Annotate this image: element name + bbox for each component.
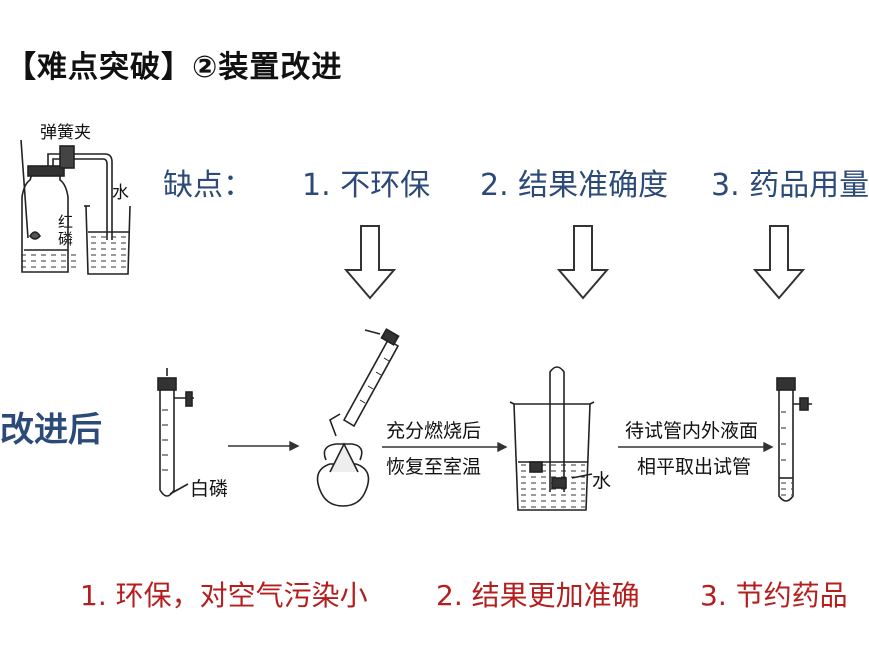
step1-line2: 恢复至室温 <box>386 456 482 478</box>
gas-bottle <box>21 173 69 273</box>
drawback-3: 3. 药品用量 <box>711 168 869 203</box>
original-beaker <box>84 205 131 275</box>
process-arrow-2 <box>382 441 508 453</box>
label-white-phosphorus: 白磷 <box>190 478 229 500</box>
drawbacks-label: 缺点： <box>163 168 253 203</box>
label-spring-clamp: 弹簧夹 <box>40 123 91 143</box>
tilted-test-tube <box>342 338 400 428</box>
bottle-stopper <box>27 165 65 177</box>
down-arrow-2 <box>556 225 610 300</box>
red-phosphorus-spoon <box>29 231 41 240</box>
label-red-phosphorus: 红磷 <box>58 213 74 248</box>
original-bottle-apparatus <box>16 139 76 273</box>
spring-clamp <box>59 145 75 169</box>
drawback-1: 1. 不环保 <box>302 168 431 203</box>
final-test-tube <box>776 377 812 502</box>
label-water-improved: 水 <box>592 470 612 492</box>
drawback-2: 2. 结果准确度 <box>480 168 669 203</box>
alcohol-lamp <box>316 463 370 507</box>
cooling-beaker <box>509 366 595 511</box>
advantage-3: 3. 节约药品 <box>700 579 848 612</box>
process-arrow-3 <box>618 441 774 453</box>
label-water-original: 水 <box>112 183 129 203</box>
step2-line2: 相平取出试管 <box>637 456 752 478</box>
test-tube-white-phosphorus <box>157 368 194 497</box>
step1-line1: 充分燃烧后 <box>386 420 482 442</box>
improved-label: 改进后 <box>0 410 102 450</box>
down-arrow-3 <box>752 225 806 300</box>
heating-apparatus <box>316 328 400 507</box>
page-title: 【难点突破】②装置改进 <box>6 50 343 85</box>
step2-line1: 待试管内外液面 <box>625 420 759 442</box>
advantage-2: 2. 结果更加准确 <box>436 579 640 612</box>
connecting-tube <box>47 145 113 240</box>
process-arrow-1 <box>228 440 300 452</box>
drawback-arrows <box>343 225 806 300</box>
inverted-test-tube <box>549 366 565 492</box>
advantage-1: 1. 环保，对空气污染小 <box>80 579 368 612</box>
down-arrow-1 <box>343 225 397 300</box>
